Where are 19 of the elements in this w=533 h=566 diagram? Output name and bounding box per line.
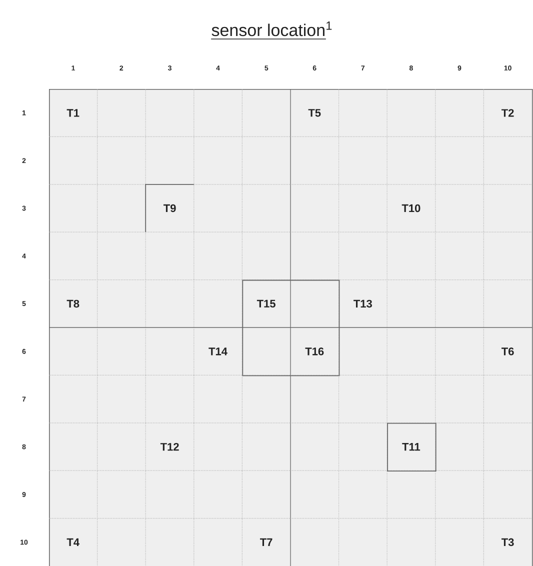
sensor-label: T8 [66,300,80,308]
sensor-label: T9 [145,184,194,233]
sensor-label: T14 [208,348,228,356]
sensor-label: T6 [502,348,514,356]
sensor-label: T7 [260,538,272,546]
sensor-label: T4 [66,538,80,546]
sensor-label: T5 [308,109,321,117]
sensor-label: T12 [160,442,179,451]
sensor-label: T13 [354,300,372,308]
sensor-label: T15 [256,300,276,308]
sensor-label: T1 [66,109,80,117]
sensor-label: T10 [402,204,420,212]
sensor-label: T3 [502,538,514,546]
sensor-label: T2 [502,109,514,117]
sensor-box [387,422,436,472]
sensor-label: T16 [305,348,324,356]
title: sensor location$^{1}$ [210,22,332,40]
sensor-label: T11 [402,443,420,451]
sensor-box [242,280,340,376]
